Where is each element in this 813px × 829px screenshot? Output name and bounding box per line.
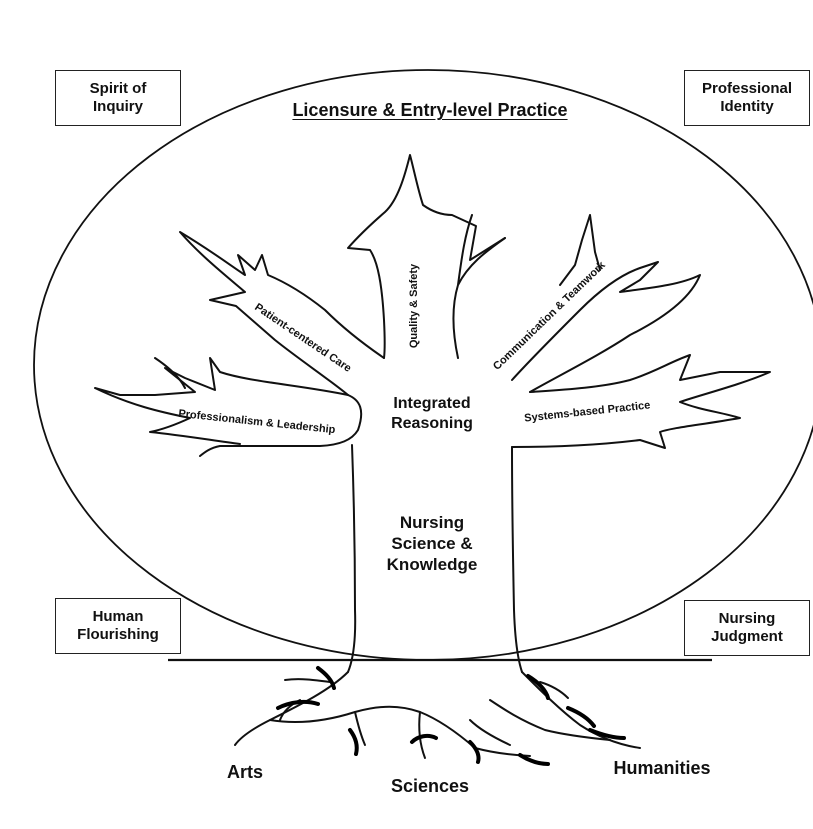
branch-label-quality-safety: Quality & Safety bbox=[408, 263, 421, 349]
corner-box-spirit-of-inquiry: Spirit of Inquiry bbox=[55, 70, 181, 126]
root-label-sciences: Sciences bbox=[390, 776, 470, 796]
corner-box-nursing-judgment: Nursing Judgment bbox=[684, 600, 810, 656]
tree-outline bbox=[94, 154, 771, 759]
root-label-arts: Arts bbox=[226, 762, 263, 782]
label-integrated-reasoning: Integrated Reasoning bbox=[391, 395, 473, 432]
label-nursing-science-knowledge: Nursing Science & Knowledge bbox=[386, 513, 478, 574]
root-label-humanities: Humanities bbox=[613, 758, 711, 778]
diagram-title: Licensure & Entry-level Practice bbox=[292, 100, 568, 120]
corner-box-human-flourishing: Human Flourishing bbox=[55, 598, 181, 654]
corner-box-professional-identity: Professional Identity bbox=[684, 70, 810, 126]
root-accents bbox=[276, 666, 626, 766]
